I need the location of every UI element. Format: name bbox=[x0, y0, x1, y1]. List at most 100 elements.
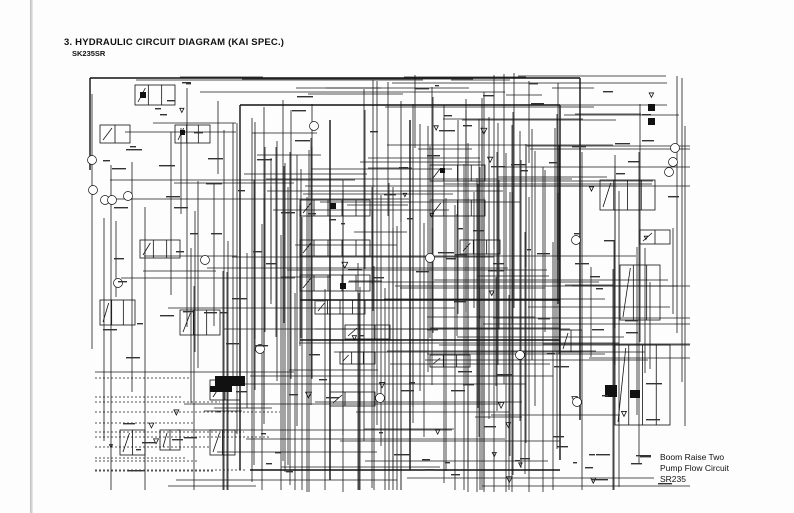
port-callout bbox=[87, 155, 97, 165]
valve-arrow bbox=[102, 302, 110, 323]
line-label-mark bbox=[636, 455, 651, 457]
port-callout bbox=[375, 393, 385, 403]
line-label-mark bbox=[602, 395, 608, 397]
check-valve bbox=[351, 335, 358, 341]
line-label-mark bbox=[160, 114, 167, 116]
line-label-mark bbox=[236, 391, 247, 393]
line-label-mark bbox=[176, 251, 184, 253]
line-label-mark bbox=[399, 167, 408, 169]
annotation-line-2: Pump Flow Circuit bbox=[660, 463, 729, 473]
line-label-mark bbox=[286, 471, 293, 473]
valve-block bbox=[339, 351, 376, 365]
line-label-mark bbox=[190, 233, 198, 235]
line-label-mark bbox=[557, 446, 568, 448]
valve-block bbox=[344, 324, 391, 340]
check-valve bbox=[433, 125, 439, 131]
line-label-mark bbox=[159, 165, 175, 167]
line-label-mark bbox=[379, 432, 383, 434]
main-pressure-lines bbox=[89, 77, 581, 480]
valve-arrow bbox=[342, 354, 349, 362]
valve-arrow bbox=[142, 242, 151, 256]
valve-arrow bbox=[302, 277, 312, 289]
valve-arrow bbox=[347, 327, 358, 337]
line-label-mark bbox=[488, 270, 504, 272]
port-callout bbox=[515, 350, 525, 360]
check-valve bbox=[588, 186, 595, 192]
line-label-mark bbox=[384, 194, 396, 196]
line-label-mark bbox=[370, 131, 378, 133]
line-label-mark bbox=[427, 155, 440, 157]
line-label-mark bbox=[174, 207, 188, 209]
binding-edge bbox=[30, 0, 33, 513]
solenoid-block bbox=[648, 118, 655, 125]
line-label-mark bbox=[126, 357, 140, 359]
solenoid-block bbox=[605, 385, 617, 397]
port-callout bbox=[200, 255, 210, 265]
line-label-mark bbox=[297, 96, 313, 98]
line-label-mark bbox=[596, 454, 610, 456]
port-callouts bbox=[87, 121, 680, 407]
line-label-mark bbox=[409, 382, 415, 384]
line-label-mark bbox=[642, 114, 651, 116]
line-label-mark bbox=[547, 353, 555, 355]
line-label-mark bbox=[114, 207, 128, 209]
valve-block bbox=[329, 391, 376, 407]
line-label-mark bbox=[261, 433, 266, 435]
line-label-mark bbox=[289, 394, 298, 396]
line-label-mark bbox=[220, 312, 228, 314]
line-label-mark bbox=[275, 452, 281, 454]
line-label-mark bbox=[446, 258, 455, 260]
line-label-mark bbox=[329, 219, 336, 221]
check-valve bbox=[402, 192, 408, 198]
line-label-mark bbox=[292, 110, 306, 112]
line-label-mark bbox=[463, 384, 474, 386]
line-label-mark bbox=[308, 213, 316, 215]
line-label-mark bbox=[451, 390, 465, 392]
valve-block bbox=[459, 239, 501, 255]
line-label-mark bbox=[454, 301, 466, 303]
valve-block bbox=[299, 274, 371, 292]
line-label-mark bbox=[401, 390, 414, 392]
valve-arrow bbox=[317, 302, 325, 312]
line-label-mark bbox=[451, 258, 456, 260]
line-label-mark bbox=[668, 196, 679, 198]
line-label-mark bbox=[553, 436, 564, 438]
check-valve bbox=[590, 477, 597, 485]
line-label-mark bbox=[483, 95, 494, 97]
line-label-mark bbox=[585, 467, 593, 469]
line-label-mark bbox=[172, 439, 183, 441]
check-valve bbox=[378, 382, 386, 389]
line-label-mark bbox=[257, 159, 272, 161]
line-label-mark bbox=[295, 140, 310, 142]
line-label-mark bbox=[458, 228, 463, 230]
line-label-mark bbox=[511, 164, 526, 166]
line-label-mark bbox=[360, 335, 364, 337]
line-label-mark bbox=[372, 277, 384, 279]
line-label-mark bbox=[142, 442, 155, 444]
line-label-mark bbox=[603, 91, 613, 93]
valve-block bbox=[139, 239, 181, 259]
line-label-mark bbox=[515, 460, 520, 462]
line-label-mark bbox=[572, 146, 586, 148]
line-label-mark bbox=[549, 162, 557, 164]
check-valve bbox=[505, 476, 513, 484]
port-callout bbox=[425, 253, 435, 263]
line-label-mark bbox=[625, 320, 638, 322]
line-label-mark bbox=[183, 311, 195, 313]
line-label-mark bbox=[126, 149, 142, 151]
valve-arrow bbox=[617, 347, 627, 423]
line-label-mark bbox=[444, 115, 452, 117]
solenoid-block bbox=[648, 104, 655, 111]
valve-arrow bbox=[602, 182, 612, 208]
line-label-mark bbox=[348, 269, 362, 271]
line-label-mark bbox=[626, 332, 638, 334]
solenoid-block bbox=[210, 386, 232, 392]
line-label-mark bbox=[575, 263, 589, 265]
line-label-mark bbox=[130, 146, 136, 148]
valve-arrow bbox=[562, 332, 569, 350]
line-label-mark bbox=[628, 161, 640, 163]
line-label-mark bbox=[658, 483, 672, 485]
port-callout bbox=[670, 143, 680, 153]
